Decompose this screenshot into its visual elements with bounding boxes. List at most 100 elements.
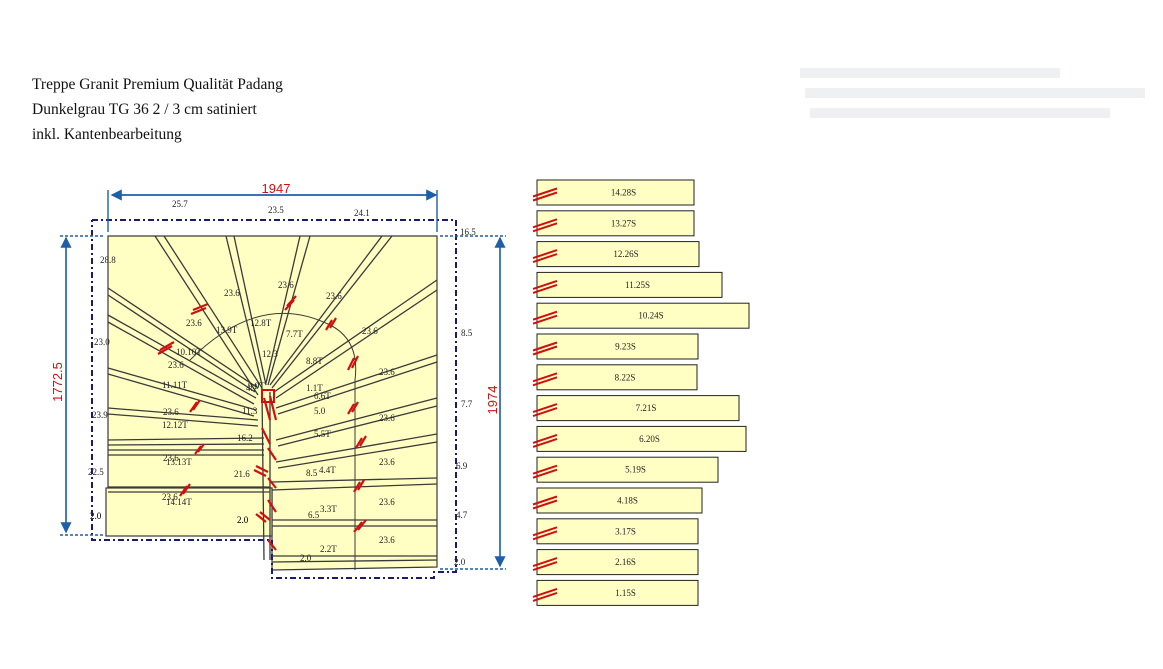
tread-label: 4.4T bbox=[319, 465, 336, 475]
step-card-slab bbox=[536, 425, 747, 452]
edge-label: 25.7 bbox=[172, 199, 188, 209]
center-post-marker bbox=[261, 389, 275, 403]
tread-label: 4.7 bbox=[246, 383, 258, 393]
step-card: 1.15S bbox=[532, 579, 699, 606]
faint-artifact bbox=[810, 108, 1110, 118]
cut-mark bbox=[532, 222, 558, 233]
tread-label: 23.6 bbox=[326, 291, 342, 301]
cut-mark bbox=[532, 464, 558, 475]
step-card: 5.19S bbox=[532, 456, 719, 483]
edge-label: 7.7 bbox=[461, 399, 473, 409]
tread-label: 8.5 bbox=[306, 468, 318, 478]
tread-label: 10.10T bbox=[176, 347, 202, 357]
step-card-slab bbox=[536, 210, 695, 237]
cut-mark bbox=[532, 376, 558, 387]
step-card-label: 6.20S bbox=[639, 434, 660, 444]
cut-mark bbox=[532, 283, 558, 294]
step-card-label: 2.16S bbox=[615, 557, 636, 567]
edge-label: 23.5 bbox=[268, 205, 284, 215]
tread-label: 23.6 bbox=[278, 280, 294, 290]
tread-label: 1.1T bbox=[306, 383, 323, 393]
height-left-dimension: 1772.5 bbox=[50, 362, 65, 402]
step-card-slab bbox=[536, 271, 723, 298]
step-card: 10.24S bbox=[532, 302, 750, 329]
cut-mark bbox=[532, 372, 558, 383]
step-card-slab bbox=[536, 395, 740, 422]
edge-label: 24.1 bbox=[354, 208, 370, 218]
step-card: 4.18S bbox=[532, 487, 703, 514]
step-card-label: 8.22S bbox=[615, 372, 636, 382]
tread-label: 23.6 bbox=[362, 326, 378, 336]
step-card-label: 5.19S bbox=[625, 465, 646, 475]
tread-label: 11.3 bbox=[242, 406, 258, 416]
cut-mark bbox=[532, 587, 558, 598]
tread-label: 16.2 bbox=[237, 433, 253, 443]
edge-label: 2.0 bbox=[454, 557, 466, 567]
edge-label: 2.0 bbox=[90, 511, 102, 521]
step-card-slab bbox=[536, 364, 698, 391]
tread-label: 23.6 bbox=[379, 367, 395, 377]
tread-label: 12.3 bbox=[262, 349, 278, 359]
tread-label: 12.8T bbox=[250, 318, 272, 328]
step-card-label: 9.23S bbox=[615, 342, 636, 352]
step-card-slab bbox=[536, 518, 699, 545]
cut-mark bbox=[532, 310, 558, 321]
cut-mark bbox=[532, 433, 558, 444]
cut-mark bbox=[532, 561, 558, 572]
step-card-label: 10.24S bbox=[638, 311, 663, 321]
cut-mark bbox=[532, 249, 558, 260]
tread-label: 2.0 bbox=[237, 515, 249, 525]
step-card-slab bbox=[536, 549, 699, 576]
cut-mark bbox=[532, 499, 558, 510]
tread-label: 7.7T bbox=[286, 329, 303, 339]
step-card-label: 3.17S bbox=[615, 526, 636, 536]
step-card: 7.21S bbox=[532, 395, 740, 422]
cut-mark bbox=[532, 345, 558, 356]
tread-label: 2.2T bbox=[320, 544, 337, 554]
edge-label: 6.9 bbox=[456, 461, 468, 471]
step-card-slab bbox=[536, 456, 719, 483]
step-card: 3.17S bbox=[532, 518, 699, 545]
cut-mark bbox=[532, 187, 558, 198]
cut-mark bbox=[532, 437, 558, 448]
step-card: 9.23S bbox=[532, 333, 699, 360]
tread-label: 23.6 bbox=[379, 497, 395, 507]
tread-label: 23.6 bbox=[379, 457, 395, 467]
tread-label: 8.8T bbox=[306, 356, 323, 366]
title-line: inkl. Kantenbearbeitung bbox=[32, 126, 182, 143]
step-card-label: 7.21S bbox=[636, 403, 657, 413]
tread-label: 23.6 bbox=[186, 318, 202, 328]
tread-label: 23.6 bbox=[379, 413, 395, 423]
tread-label: 3.3T bbox=[320, 504, 337, 514]
width-dimension: 1947 bbox=[262, 181, 291, 196]
edge-label: 28.8 bbox=[100, 255, 116, 265]
dimension-lines bbox=[60, 189, 506, 570]
cut-mark bbox=[532, 530, 558, 541]
step-card: 12.26S bbox=[532, 241, 700, 268]
tread-label: 9.9T bbox=[248, 381, 265, 391]
title-line: Treppe Granit Premium Qualität Padang bbox=[32, 76, 283, 93]
cut-mark bbox=[532, 591, 558, 602]
step-card-slab bbox=[536, 487, 703, 514]
cut-mark bbox=[532, 557, 558, 568]
tread-label: 5.5T bbox=[314, 429, 331, 439]
step-card: 11.25S bbox=[532, 271, 723, 298]
tread-label: 5.0 bbox=[314, 406, 326, 416]
cut-mark bbox=[532, 218, 558, 229]
title-line: Dunkelgrau TG 36 2 / 3 cm satiniert bbox=[32, 101, 257, 118]
tread-label: 23.6 bbox=[168, 360, 184, 370]
height-right-dimension: 1974 bbox=[485, 386, 500, 415]
step-card-label: 12.26S bbox=[613, 249, 638, 259]
tread-label: 23.6 bbox=[163, 453, 179, 463]
step-card: 2.16S bbox=[532, 549, 699, 576]
cut-mark bbox=[532, 314, 558, 325]
tread-label: 6.6T bbox=[314, 391, 331, 401]
tread-label: 21.6 bbox=[234, 469, 250, 479]
tread-label: 14.14T bbox=[166, 497, 192, 507]
step-card-slab bbox=[536, 579, 699, 606]
step-card-slab bbox=[536, 333, 699, 360]
step-card-label: 4.18S bbox=[617, 496, 638, 506]
edge-label: 2.0 bbox=[300, 553, 312, 563]
cut-mark bbox=[532, 468, 558, 479]
